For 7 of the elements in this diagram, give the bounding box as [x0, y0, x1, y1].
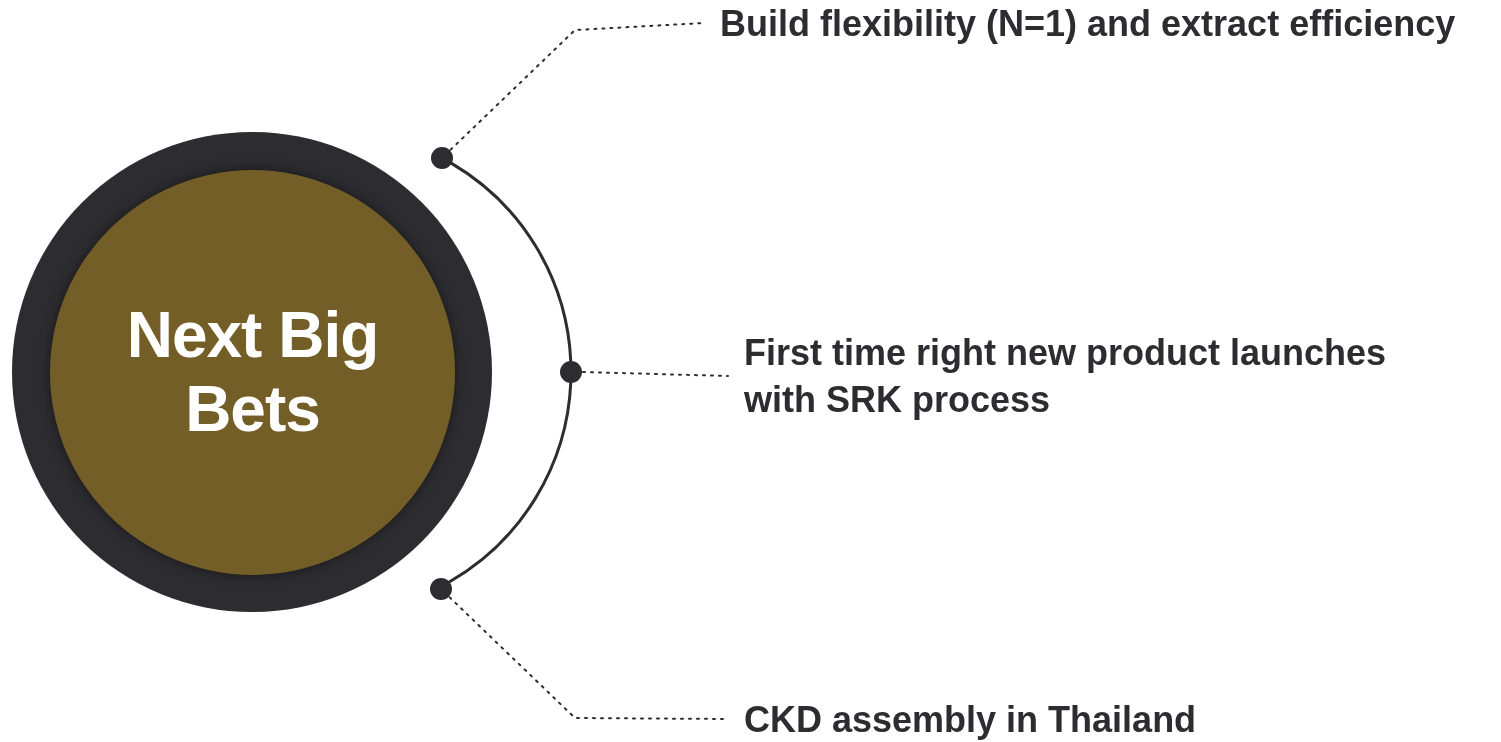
arc-connector [450, 161, 573, 363]
bet-text: Build flexibility (N=1) and extract efficiency [720, 1, 1457, 46]
bet-text: CKD assembly in Thailand [744, 697, 1198, 742]
arc-connector [448, 381, 573, 584]
bet-text: First time right new product launches with SRK process [744, 331, 1388, 422]
hub-title: Next Big Bets [125, 298, 380, 447]
leader-line [582, 371, 729, 377]
